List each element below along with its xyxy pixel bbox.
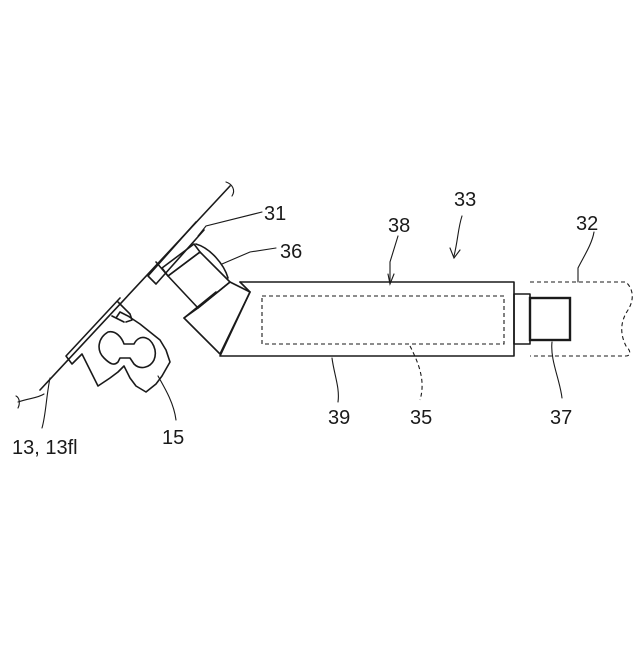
- leader-38: [390, 236, 398, 284]
- main-housing: [220, 282, 514, 356]
- inclined-panel: [16, 182, 234, 408]
- leader-33: [454, 216, 462, 256]
- label-31: 31: [264, 203, 286, 225]
- label-38: 38: [388, 215, 410, 237]
- label-33: 33: [454, 189, 476, 211]
- leader-lines: [42, 212, 594, 428]
- label-32: 32: [576, 213, 598, 235]
- label-35: 35: [410, 407, 432, 429]
- label-13: 13, 13fl: [12, 437, 78, 459]
- leader-32: [578, 232, 594, 282]
- bracket-plate: [148, 222, 204, 284]
- leader-35: [410, 346, 422, 400]
- internal-component-outline: [262, 296, 504, 344]
- external-device-outline: [530, 282, 632, 356]
- label-15: 15: [162, 427, 184, 449]
- connector: [514, 294, 570, 344]
- reference-labels: 31 36 38 33 32 39 35 37 15 13, 13fl: [12, 189, 598, 459]
- leader-31: [198, 212, 262, 236]
- leader-39: [332, 358, 338, 402]
- label-36: 36: [280, 241, 302, 263]
- joint-cylinder: [162, 244, 250, 354]
- leader-36: [222, 248, 276, 264]
- leader-15: [158, 376, 176, 420]
- label-37: 37: [550, 407, 572, 429]
- label-39: 39: [328, 407, 350, 429]
- leader-37: [552, 342, 562, 398]
